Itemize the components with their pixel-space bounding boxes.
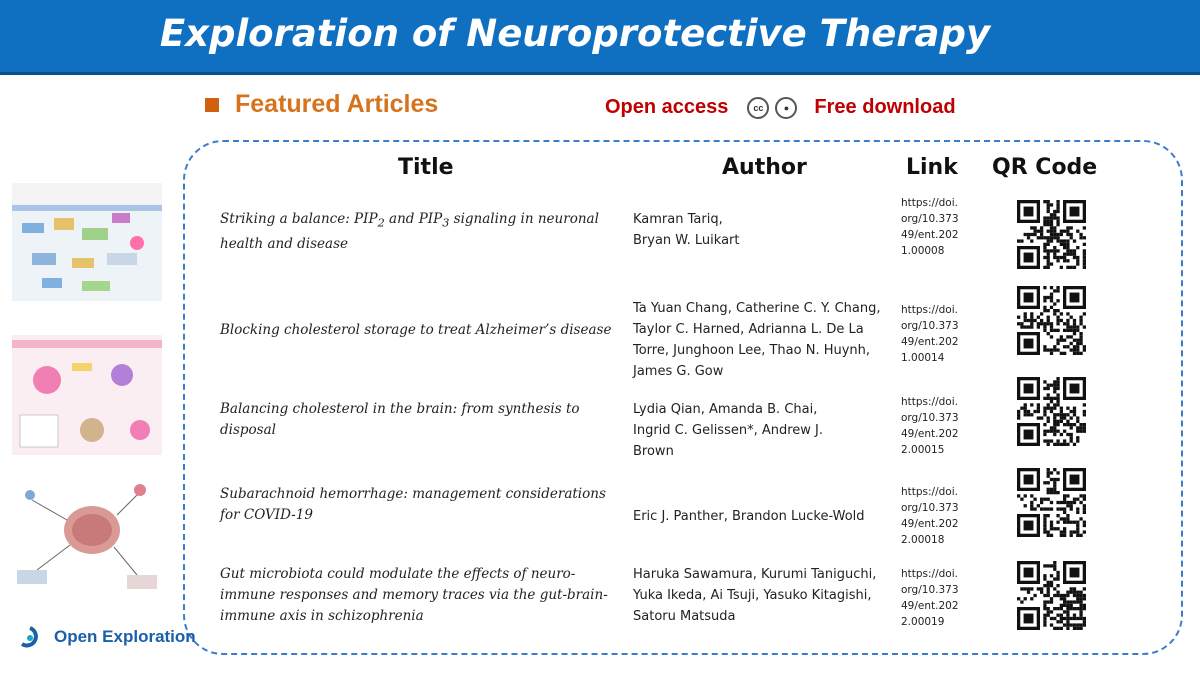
link-line: 2.00019 bbox=[901, 616, 945, 628]
link-line: org/10.373 bbox=[901, 584, 959, 596]
link-line: https://doi. bbox=[901, 396, 958, 408]
header-link: Link bbox=[906, 155, 958, 180]
article-link-2[interactable]: https://doi. org/10.373 49/ent.202 1.000… bbox=[901, 302, 981, 366]
title-line: disposal bbox=[220, 422, 276, 438]
link-line: org/10.373 bbox=[901, 320, 959, 332]
author-line: Torre, Junghoon Lee, Thao N. Huynh, bbox=[633, 343, 871, 358]
article-title-3[interactable]: Balancing cholesterol in the brain: from… bbox=[220, 399, 625, 441]
qr-code-4[interactable] bbox=[1017, 468, 1086, 537]
creative-commons-icon: cc bbox=[747, 96, 770, 119]
section-heading-text: Featured Articles bbox=[235, 90, 439, 118]
link-line: 49/ent.202 bbox=[901, 336, 959, 348]
header-title: Title bbox=[398, 155, 454, 180]
article-title-5[interactable]: Gut microbiota could modulate the effect… bbox=[220, 564, 625, 627]
link-line: https://doi. bbox=[901, 568, 958, 580]
author-line: Yuka Ikeda, Ai Tsuji, Yasuko Kitagishi, bbox=[633, 588, 872, 603]
author-line: Lydia Qian, Amanda B. Chai, bbox=[633, 402, 818, 417]
title-line: immune responses and memory traces via t… bbox=[220, 587, 608, 603]
author-line: Eric J. Panther, Brandon Lucke-Wold bbox=[633, 509, 865, 524]
author-line: Bryan W. Luikart bbox=[633, 233, 740, 248]
link-line: org/10.373 bbox=[901, 412, 959, 424]
attribution-icon: ● bbox=[775, 96, 798, 119]
link-line: org/10.373 bbox=[901, 213, 959, 225]
access-info: Open access cc ● Free download bbox=[605, 96, 956, 119]
title-line: Balancing cholesterol in the brain: from… bbox=[220, 401, 580, 417]
link-line: 49/ent.202 bbox=[901, 428, 959, 440]
author-line: Taylor C. Harned, Adrianna L. De La bbox=[633, 322, 864, 337]
link-line: 2.00015 bbox=[901, 444, 945, 456]
qr-code-1[interactable] bbox=[1017, 200, 1086, 269]
author-line: Ingrid C. Gelissen*, Andrew J. bbox=[633, 423, 824, 438]
title-line: immune axis in schizophrenia bbox=[220, 608, 424, 624]
article-authors-5: Haruka Sawamura, Kurumi Taniguchi, Yuka … bbox=[633, 564, 898, 627]
article-authors-2: Ta Yuan Chang, Catherine C. Y. Chang, Ta… bbox=[633, 298, 898, 382]
title-text: and PIP bbox=[384, 211, 443, 227]
open-access-label: Open access bbox=[605, 96, 729, 118]
article-authors-4: Eric J. Panther, Brandon Lucke-Wold bbox=[633, 506, 898, 527]
link-line: org/10.373 bbox=[901, 502, 959, 514]
title-line: Subarachnoid hemorrhage: management cons… bbox=[220, 486, 606, 502]
qr-code-2[interactable] bbox=[1017, 286, 1086, 355]
title-line: for COVID-19 bbox=[220, 507, 313, 523]
link-line: https://doi. bbox=[901, 304, 958, 316]
link-line: 2.00018 bbox=[901, 534, 945, 546]
author-line: Satoru Matsuda bbox=[633, 609, 736, 624]
square-bullet-icon bbox=[205, 97, 219, 112]
article-link-1[interactable]: https://doi. org/10.373 49/ent.202 1.000… bbox=[901, 195, 981, 259]
article-title-4[interactable]: Subarachnoid hemorrhage: management cons… bbox=[220, 484, 625, 526]
open-exploration-logo-icon bbox=[20, 626, 38, 648]
title-text: signaling in neuronal health and disease bbox=[220, 211, 599, 252]
author-line: Ta Yuan Chang, Catherine C. Y. Chang, bbox=[633, 301, 881, 316]
author-line: Brown bbox=[633, 444, 674, 459]
pathway-figure-thumbnail bbox=[12, 183, 162, 301]
header-qr: QR Code bbox=[992, 155, 1098, 180]
article-link-5[interactable]: https://doi. org/10.373 49/ent.202 2.000… bbox=[901, 566, 981, 630]
article-authors-3: Lydia Qian, Amanda B. Chai, Ingrid C. Ge… bbox=[633, 399, 898, 462]
link-line: https://doi. bbox=[901, 486, 958, 498]
author-line: Haruka Sawamura, Kurumi Taniguchi, bbox=[633, 567, 877, 582]
article-title-2[interactable]: Blocking cholesterol storage to treat Al… bbox=[220, 322, 612, 338]
brain-figure-thumbnail bbox=[12, 475, 162, 605]
articles-frame bbox=[183, 140, 1183, 655]
link-line: 1.00014 bbox=[901, 352, 945, 364]
subscript: 2 bbox=[377, 216, 385, 230]
header-author: Author bbox=[722, 155, 807, 180]
qr-code-5[interactable] bbox=[1017, 561, 1086, 630]
link-line: 49/ent.202 bbox=[901, 229, 959, 241]
link-line: 1.00008 bbox=[901, 245, 945, 257]
article-title-1[interactable]: Striking a balance: PIP2 and PIP3 signal… bbox=[220, 209, 625, 255]
page-title: Exploration of Neuroprotective Therapy bbox=[159, 12, 991, 55]
link-line: https://doi. bbox=[901, 197, 958, 209]
article-authors-1: Kamran Tariq, Bryan W. Luikart bbox=[633, 209, 898, 251]
article-link-3[interactable]: https://doi. org/10.373 49/ent.202 2.000… bbox=[901, 394, 981, 458]
title-text: Striking a balance: PIP bbox=[220, 211, 378, 227]
title-line: Gut microbiota could modulate the effect… bbox=[220, 566, 576, 582]
free-download-label: Free download bbox=[814, 96, 956, 118]
qr-code-3[interactable] bbox=[1017, 377, 1086, 446]
subscript: 3 bbox=[442, 216, 450, 230]
article-link-4[interactable]: https://doi. org/10.373 49/ent.202 2.000… bbox=[901, 484, 981, 548]
link-line: 49/ent.202 bbox=[901, 518, 959, 530]
open-exploration-logo: Open Exploration bbox=[16, 625, 196, 649]
author-line: James G. Gow bbox=[633, 364, 724, 379]
author-line: Kamran Tariq, bbox=[633, 212, 723, 227]
link-line: 49/ent.202 bbox=[901, 600, 959, 612]
title-banner: Exploration of Neuroprotective Therapy bbox=[0, 0, 1200, 75]
section-heading: Featured Articles bbox=[205, 90, 438, 119]
logo-text: Open Exploration bbox=[54, 627, 196, 646]
cell-figure-thumbnail bbox=[12, 335, 162, 455]
